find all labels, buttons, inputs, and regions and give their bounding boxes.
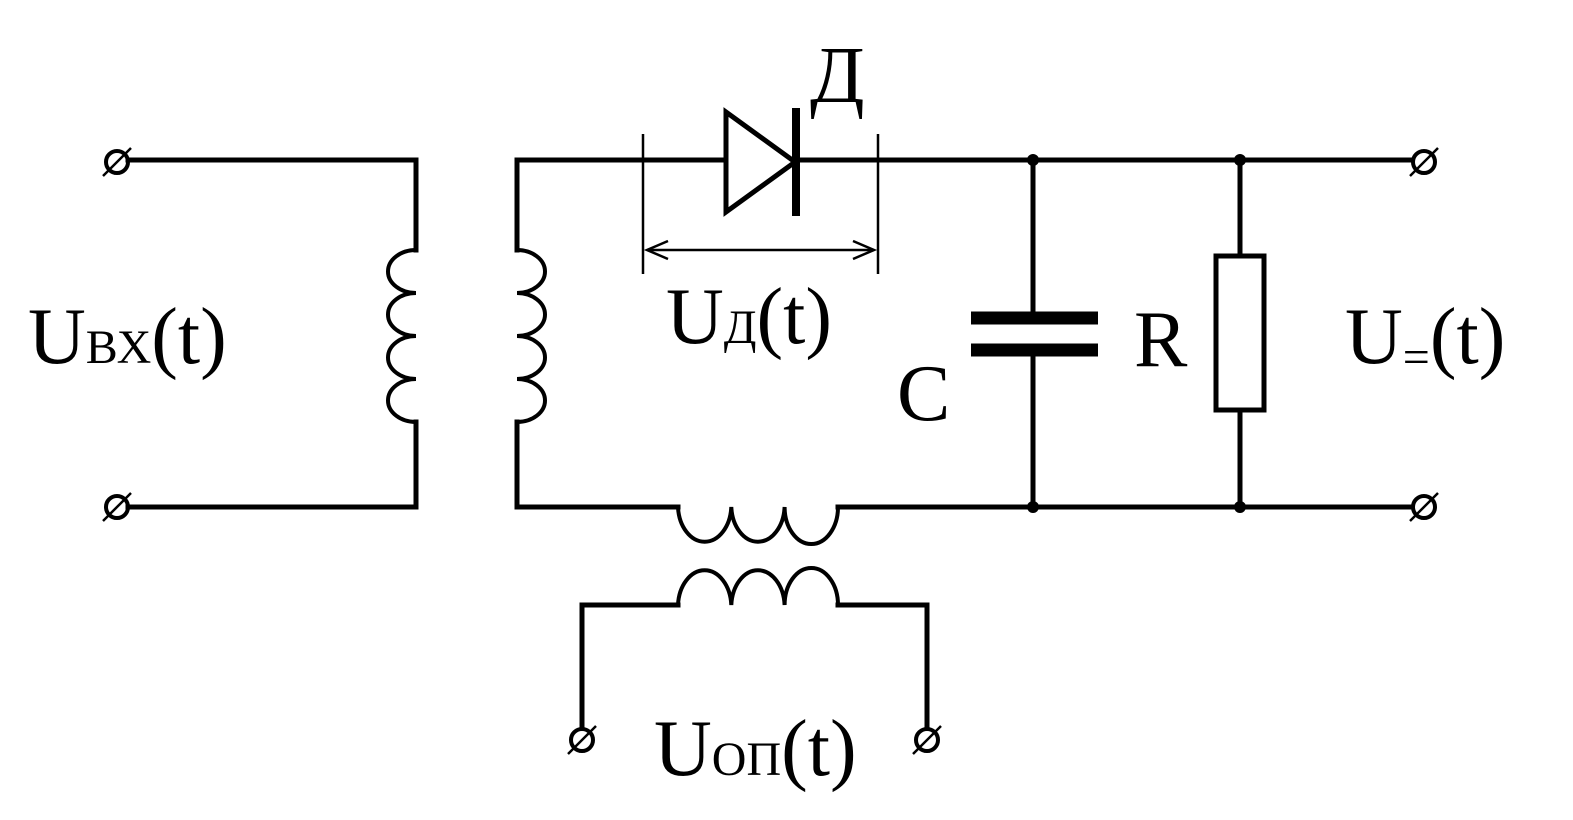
junction-dots <box>1027 154 1246 513</box>
output-terminal-bottom <box>1409 492 1439 522</box>
capacitor-symbol <box>971 157 1098 510</box>
diode-symbol <box>723 107 800 217</box>
primary-wiring <box>125 157 419 510</box>
capacitor-label: C <box>897 350 950 438</box>
reference-terminal-right <box>912 725 942 755</box>
input-voltage-label: UВХ(t) <box>28 293 227 381</box>
reference-wiring <box>579 602 930 733</box>
diode-label: Д <box>810 32 865 120</box>
secondary-wiring <box>514 157 729 510</box>
primary-coil <box>386 248 417 424</box>
output-voltage-label: U=(t) <box>1345 293 1505 384</box>
secondary-coil <box>516 248 547 424</box>
reference-coil-lower <box>676 566 840 606</box>
reference-terminal-left <box>567 725 597 755</box>
output-terminal-top <box>1409 147 1439 177</box>
reference-voltage-label: UОП(t) <box>654 705 857 793</box>
resistor-label: R <box>1134 296 1188 384</box>
diode-voltage-label: UД(t) <box>666 273 832 361</box>
diode-voltage-marker <box>641 134 880 274</box>
reference-coil-upper <box>676 506 840 546</box>
resistor-symbol <box>1213 157 1267 510</box>
